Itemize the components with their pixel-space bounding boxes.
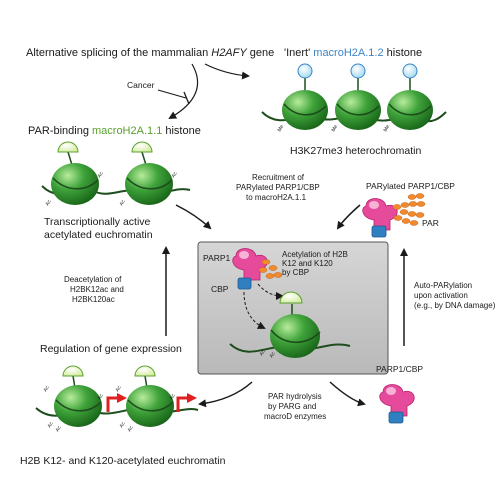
acetylation-label-1: Acetylation of H2B [282,250,348,259]
autopar-label-3: (e.g., by DNA damage) [414,301,496,310]
parp1-label: PARP1 [203,253,231,263]
inert-histone-label: 'Inert' macroH2A.1.2 histone [284,47,422,59]
dashed-arrow-acetylation [243,291,266,329]
macro-1-1-head [131,141,153,153]
dashed-arrow-par [257,283,284,300]
parp1-cbp-complex [379,384,415,424]
macro-1-2-head [402,63,418,79]
nucleosome [126,365,174,427]
heterochromatin-label: H3K27me3 heterochromatin [290,145,421,157]
tss-arrow [176,393,197,412]
arrow-parylated-to-panel [336,204,361,230]
arrow-hydrolysis-left [198,381,253,408]
ac-label: Ac [269,351,277,359]
ac-label: Ac [171,171,179,179]
regulation-label: Regulation of gene expression [40,343,182,355]
macro-1-1-head [57,141,79,153]
parp1-shape [379,384,415,417]
arrow-to-par-binding [168,63,199,119]
arrow-hydrolysis-right [329,381,366,407]
ac-label: Ac [119,199,127,207]
parp1-shape [362,198,398,231]
recruitment-label-1: Recruitment of [252,173,305,182]
active-euchromatin-label-2: acetylated euchromatin [44,229,153,241]
nucleosome [125,141,173,205]
cancer-label: Cancer [127,80,155,90]
autopar-label-2: upon activation [414,291,468,300]
macro-1-2-head [350,63,366,79]
hydrolysis-label-3: macroD enzymes [264,412,326,421]
cbp-shape [237,277,252,290]
acetylated-euchromatin-array: Ac Ac Ac Ac Ac Ac Ac Ac [35,365,199,433]
nucleosome [335,63,381,130]
nucleosome [270,314,320,358]
active-euchromatin-array: Ac Ac Ac Ac [41,141,191,207]
me-label: Me [331,124,340,133]
ac-label: Ac [55,425,63,433]
cancer-inhibition [157,89,187,99]
me-label: Me [383,124,392,133]
macro-1-2-head [297,63,313,79]
ac-label: Ac [43,385,51,393]
recruitment-label-2: PARylated PARP1/CBP [236,183,320,192]
par-label: PAR [422,218,439,228]
hydrolysis-label-2: by PARG and [268,402,316,411]
nucleosome [54,365,102,427]
par-chain [258,259,283,279]
heterochromatin-array: Me Me Me [261,63,447,133]
recruitment-label-3: to macroH2A.1.1 [246,193,307,202]
deacetylation-label-2: H2BK12ac and [70,285,124,294]
ac-label: Ac [45,199,53,207]
splicing-header: Alternative splicing of the mammalian H2… [26,47,274,59]
tss-arrow [106,393,127,412]
center-panel: Acetylation of H2B K12 and K120 by CBP P… [197,241,389,375]
ac-label: Ac [47,421,55,429]
nucleosome [282,63,328,130]
ac-label: Ac [97,393,105,401]
cbp-label: CBP [211,284,229,294]
macro-1-1-head [134,365,156,377]
par-binding-histone-label: PAR-binding macroH2A.1.1 histone [28,125,201,137]
active-euchromatin-label-1: Transcriptionally active [44,216,151,228]
deacetylation-label-1: Deacetylation of [64,275,122,284]
acetylation-label-3: by CBP [282,268,309,277]
arrow-active-to-panel [175,204,212,230]
ac-label: Ac [127,425,135,433]
inhibition-bar [183,91,190,105]
autopar-label-1: Auto-PARylation [414,281,472,290]
deacetylation-label-3: H2BK120ac [72,295,115,304]
hydrolysis-label-1: PAR hydrolysis [268,392,322,401]
arrow-to-inert [204,63,250,80]
ac-label: Ac [119,421,127,429]
nucleosome [387,63,433,130]
ac-label: Ac [259,349,267,357]
ac-label: Ac [97,171,105,179]
ac-label: Ac [115,385,123,393]
acetylation-label-2: K12 and K120 [282,259,333,268]
nucleosome [51,141,99,205]
parp1-cbp-label: PARP1/CBP [376,364,423,374]
ac-label: Ac [169,393,177,401]
parylated-complex [362,193,426,238]
macro-1-1-head [279,291,303,304]
parylated-complex-label: PARylated PARP1/CBP [366,181,455,191]
cbp-shape [371,225,387,238]
splicing-label: Alternative splicing of the mammalian H2… [26,47,274,59]
macro-1-1-head [62,365,84,377]
cbp-shape [388,411,404,424]
me-label: Me [277,124,286,133]
par-chain [392,193,426,226]
bottom-euchromatin-label: H2B K12- and K120-acetylated euchromatin [20,455,226,467]
